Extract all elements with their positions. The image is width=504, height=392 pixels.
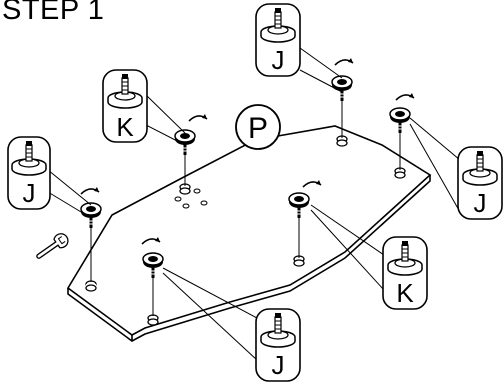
panel-p-label: P xyxy=(248,112,268,145)
panel-p xyxy=(66,125,432,342)
glide-3 xyxy=(173,128,197,157)
guide-lines xyxy=(90,100,401,316)
callout-label-j: J xyxy=(272,45,285,75)
rotate-arrow-icon xyxy=(188,113,208,122)
glide-1 xyxy=(79,201,103,230)
callout-label-j: J xyxy=(23,178,36,208)
small-holes xyxy=(174,188,208,209)
rotate-arrow-icon xyxy=(334,57,354,66)
callout-j-bottom: J xyxy=(255,308,301,382)
panel-p-callout: P xyxy=(235,104,281,150)
hole-3 xyxy=(179,183,191,195)
mounting-holes xyxy=(85,135,406,326)
wrench-icon xyxy=(36,233,69,259)
callout-leaders xyxy=(47,47,461,361)
rotate-arrow-icon xyxy=(395,92,415,101)
hole-1 xyxy=(85,280,97,292)
callout-j-right: J xyxy=(457,146,503,220)
hole-6 xyxy=(293,255,305,267)
callout-k-bottom: K xyxy=(382,236,428,310)
step-title: STEP 1 xyxy=(2,0,105,26)
glide-5 xyxy=(388,106,412,135)
rotate-arrow-icon xyxy=(80,186,100,195)
callout-j-top: J xyxy=(255,3,301,77)
callout-label-k: K xyxy=(396,278,414,308)
hole-2 xyxy=(147,314,159,326)
callout-label-j: J xyxy=(272,350,285,380)
callout-j-left: J xyxy=(7,136,51,210)
callout-k-top: K xyxy=(102,69,148,143)
hole-5 xyxy=(394,167,406,179)
callout-label-k: K xyxy=(116,112,134,142)
callout-label-j: J xyxy=(474,188,487,218)
